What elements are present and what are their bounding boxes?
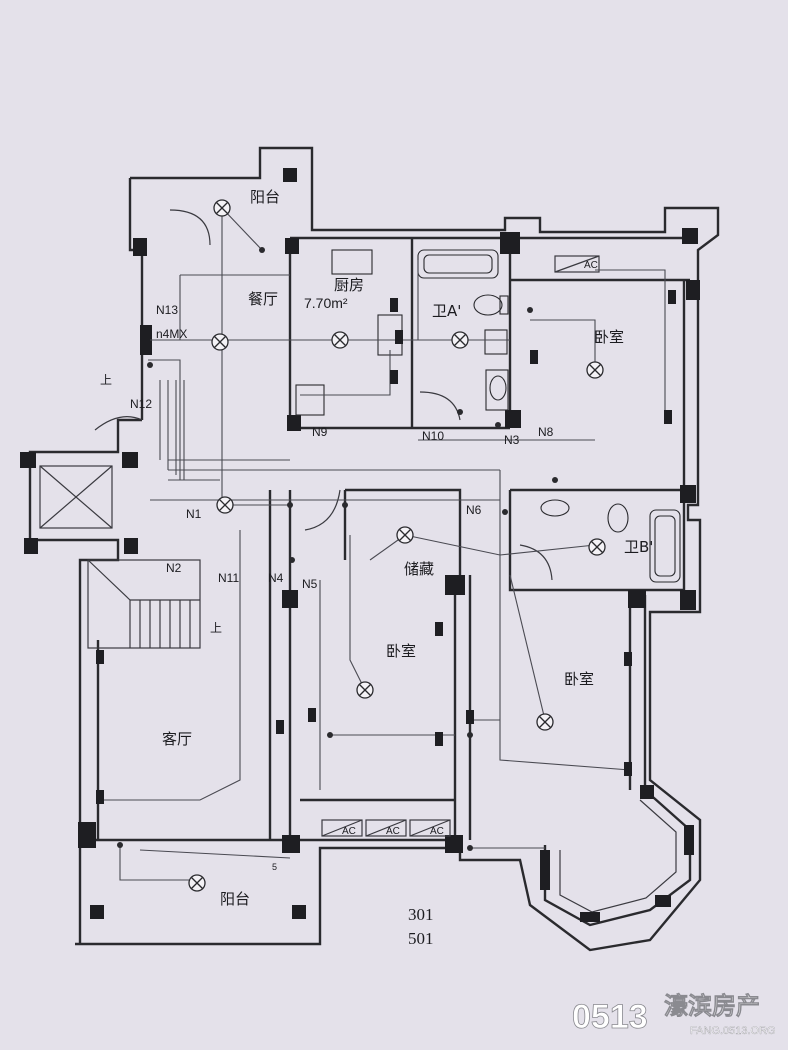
tag-n2: N2	[166, 561, 182, 575]
kitchen-area: 7.70m²	[304, 295, 348, 311]
lamp-icon	[451, 331, 469, 349]
room-dining: 餐厅	[248, 290, 278, 308]
lamp-icon	[216, 496, 234, 514]
watermark-url: FANG.0513.ORG	[690, 1025, 776, 1037]
tag-n4mx: n4MX	[156, 327, 187, 341]
lamp-icon	[213, 199, 231, 217]
tag-n5: N5	[302, 577, 318, 591]
ceiling-lamps	[188, 199, 606, 892]
wiring	[100, 207, 666, 881]
tag-n11: N11	[218, 571, 239, 585]
tag-five: 5	[272, 862, 277, 872]
tag-n9: N9	[312, 425, 328, 439]
circuit-tags: N13 n4MX 上 N12 N1 N2 N11 N4 N5 上 N6 N8 N…	[100, 303, 554, 872]
ac-top: AC	[584, 260, 598, 271]
watermark-number: 0513	[572, 998, 648, 1036]
unit-number-2: 501	[408, 929, 434, 948]
lamp-icon	[211, 333, 229, 351]
lamp-icon	[396, 526, 414, 544]
lamp-icon	[188, 874, 206, 892]
ac-bottom-2: AC	[386, 826, 400, 837]
room-bedroom-east: 卧室	[594, 328, 624, 346]
unit-number-1: 301	[408, 905, 434, 924]
watermark-logo: 0513 濠滨房产 FANG.0513.ORG	[572, 992, 776, 1037]
columns	[20, 168, 700, 922]
tag-up-left: 上	[100, 373, 112, 387]
room-labels: 阳台 餐厅 厨房 7.70m² 卫A' 卧室 储藏 卫B' 卧室 卧室 客厅 阳…	[162, 188, 653, 908]
room-balcony-bottom: 阳台	[220, 890, 250, 908]
room-bath-b: 卫B'	[624, 538, 653, 556]
room-bath-a: 卫A'	[432, 302, 461, 320]
room-bedroom-south: 卧室	[564, 670, 594, 688]
room-storage: 储藏	[404, 560, 434, 578]
tag-n13: N13	[156, 303, 178, 317]
room-kitchen: 厨房	[334, 276, 364, 294]
ac-labels: AC AC AC AC	[342, 260, 598, 837]
watermark-name: 濠滨房产	[664, 992, 760, 1020]
tag-n3: N3	[504, 433, 520, 447]
ac-bottom-3: AC	[430, 826, 444, 837]
ac-bottom-1: AC	[342, 826, 356, 837]
switches-sockets	[96, 247, 676, 851]
tag-n10: N10	[422, 429, 444, 443]
unit-numbers: 301 501	[408, 905, 434, 948]
room-balcony-top: 阳台	[250, 188, 280, 206]
tag-up-stair: 上	[210, 621, 222, 635]
room-living: 客厅	[162, 730, 192, 748]
tag-n8: N8	[538, 425, 554, 439]
lamp-icon	[586, 361, 604, 379]
lamp-icon	[588, 538, 606, 556]
tag-n6: N6	[466, 503, 482, 517]
walls	[28, 146, 720, 952]
lamp-icon	[356, 681, 374, 699]
lamp-icon	[331, 331, 349, 349]
tag-n12: N12	[130, 397, 152, 411]
room-bedroom-center: 卧室	[386, 642, 416, 660]
lamp-icon	[536, 713, 554, 731]
tag-n1: N1	[186, 507, 202, 521]
tag-n4: N4	[268, 571, 284, 585]
